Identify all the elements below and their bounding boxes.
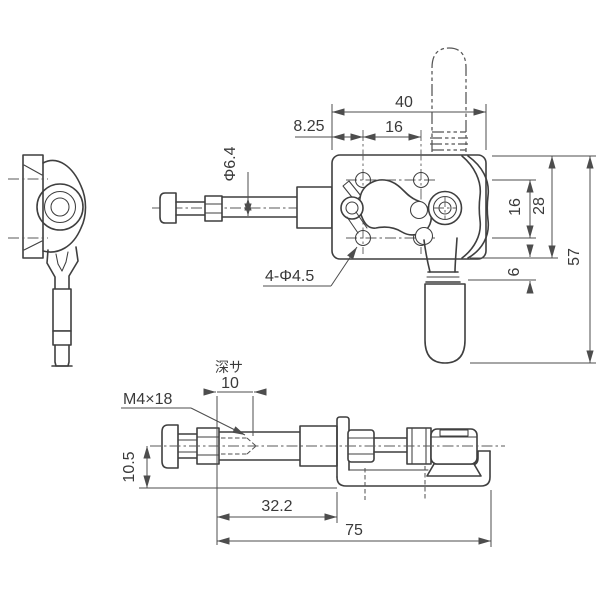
side-handle-grip [52,288,72,332]
dim-hole-spacing-h: 16 [385,119,403,136]
toggle-lever [358,179,432,236]
clamp-foot [430,428,478,465]
mounting-hole [412,171,430,189]
dim-overall-height: 57 [566,248,583,266]
link-eye [340,196,364,220]
handle-grip [424,283,466,364]
leader-thread-spec [190,407,246,436]
mounting-hole [354,171,372,189]
handle-phantom-position [431,47,467,152]
leader-mounting-holes [330,246,358,287]
top-view [152,47,490,364]
plunger-nut [204,195,223,222]
plunger-knob-front [161,424,179,469]
label-thread-spec: M4×18 [123,391,172,408]
dim-plate-height: 28 [531,197,548,215]
bushing-outer-circle [36,183,84,231]
label-depth-word: 深サ [215,359,243,375]
plunger-guide-block [296,186,333,229]
plunger-knob [159,192,177,224]
base-channel [336,450,491,487]
dim-base-height: 10.5 [121,451,138,482]
dim-overall-length: 75 [345,522,363,539]
dim-plate-to-handle: 6 [506,267,523,276]
dim-edge-offset: 8.25 [293,118,324,135]
side-view [8,154,87,367]
front-view [150,416,505,500]
dim-stroke-len: 32.2 [261,498,292,515]
dim-hole-spacing-v: 16 [507,198,524,216]
dim-mounting-holes: 4-Φ4.5 [265,268,314,285]
dim-thread-depth: 10 [221,375,239,392]
dim-overall-width: 40 [395,94,413,111]
dim-plunger-dia: Φ6.4 [222,146,239,181]
mounting-hole [354,229,372,247]
dimensions: 40 16 8.25 Φ6.4 4-Φ4.5 16 28 6 57 深サ 10 [121,94,596,547]
